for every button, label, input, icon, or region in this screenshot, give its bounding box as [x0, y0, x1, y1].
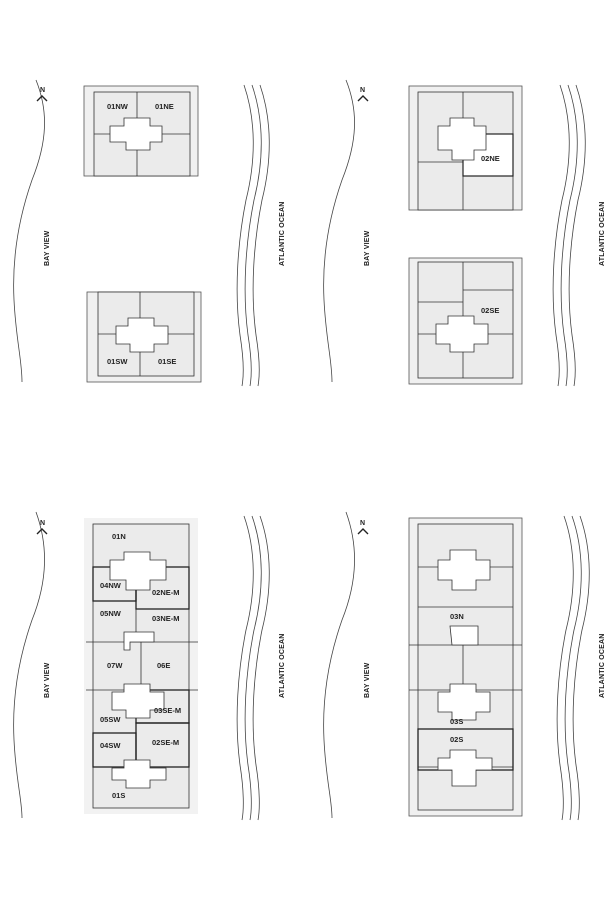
- atlantic-ocean-label: ATLANTIC OCEAN: [599, 634, 606, 699]
- unit-label: 03SE-M: [154, 706, 181, 715]
- bay-shoreline: [13, 511, 45, 819]
- unit-label: 07W: [107, 661, 123, 670]
- ocean-shoreline: [556, 515, 590, 821]
- unit-label: 04SW: [100, 741, 121, 750]
- north-arrow-icon: N: [357, 87, 369, 102]
- panel-top-right: N BAY VIEW ATLANTIC OCEAN 02NE: [323, 79, 606, 387]
- ocean-shoreline: [236, 84, 270, 387]
- panel-bottom-right: N BAY VIEW ATLANTIC OCEAN 03N: [323, 511, 606, 821]
- building-tower: 01N 04NW 02NE-M 05NW 03NE-M 07W 06E 05SW…: [84, 518, 198, 814]
- unit-label: 03N: [450, 612, 464, 621]
- building-south: 02SE: [408, 257, 523, 385]
- panel-bottom-left: N BAY VIEW ATLANTIC OCEAN: [13, 511, 286, 821]
- atlantic-ocean-label: ATLANTIC OCEAN: [279, 634, 286, 699]
- svg-text:N: N: [360, 520, 365, 527]
- north-arrow-icon: N: [36, 520, 48, 535]
- unit-label: 05SW: [100, 715, 121, 724]
- unit-label: 01SW: [107, 357, 128, 366]
- ocean-shoreline: [552, 84, 586, 387]
- building-north: 01NW 01NE: [83, 85, 199, 177]
- building-tower: 03N 03S 02S: [408, 517, 523, 817]
- unit-label: 06E: [157, 661, 170, 670]
- panel-top-left: N BAY VIEW ATLANTIC OCEAN 01NW 01NE: [13, 79, 286, 387]
- bay-shoreline: [323, 511, 355, 819]
- unit-label: 04NW: [100, 581, 122, 590]
- north-arrow-icon: N: [36, 87, 48, 102]
- building-north: 02NE: [408, 85, 523, 211]
- unit-label: 01SE: [158, 357, 176, 366]
- bay-view-label: BAY VIEW: [44, 230, 51, 266]
- svg-text:N: N: [360, 87, 365, 94]
- bay-shoreline: [13, 79, 45, 383]
- bay-view-label: BAY VIEW: [364, 230, 371, 266]
- unit-label: 03S: [450, 717, 463, 726]
- unit-label: 02SE-M: [152, 738, 179, 747]
- unit-label: 01NW: [107, 102, 129, 111]
- unit-label: 02NE-M: [152, 588, 180, 597]
- unit-label: 02NE: [481, 154, 500, 163]
- unit-label: 01NE: [155, 102, 174, 111]
- unit-label: 02SE: [481, 306, 499, 315]
- bay-shoreline: [323, 79, 355, 383]
- atlantic-ocean-label: ATLANTIC OCEAN: [599, 202, 606, 267]
- bay-view-label: BAY VIEW: [44, 662, 51, 698]
- unit-label: 01N: [112, 532, 126, 541]
- unit-label: 05NW: [100, 609, 122, 618]
- svg-text:N: N: [40, 520, 45, 527]
- unit-label: 03NE-M: [152, 614, 180, 623]
- building-south: 01SW 01SE: [86, 291, 202, 383]
- svg-text:N: N: [40, 87, 45, 94]
- ocean-shoreline: [236, 515, 270, 821]
- unit-label: 01S: [112, 791, 125, 800]
- unit-label: 02S: [450, 735, 463, 744]
- north-arrow-icon: N: [357, 520, 369, 535]
- bay-view-label: BAY VIEW: [364, 662, 371, 698]
- atlantic-ocean-label: ATLANTIC OCEAN: [279, 202, 286, 267]
